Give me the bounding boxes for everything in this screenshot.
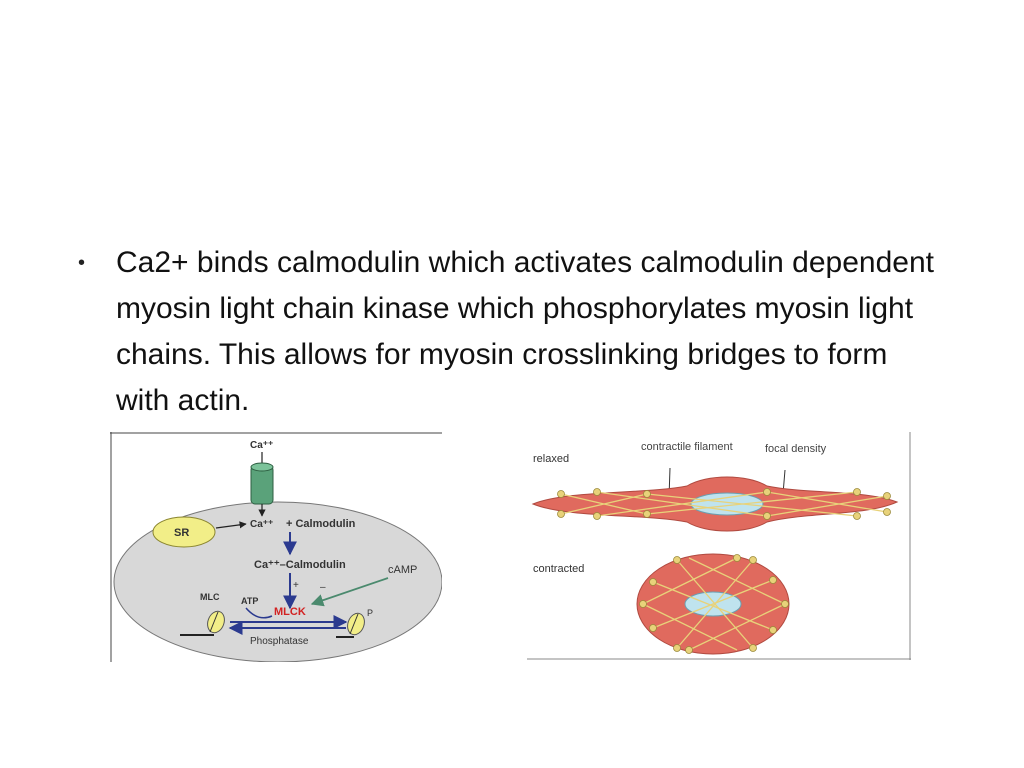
ca-mid-label: Ca⁺⁺: [250, 519, 273, 530]
relaxed-filaments: [560, 491, 888, 517]
sr-arrow: [215, 521, 247, 529]
sr-label: SR: [174, 527, 189, 539]
p-label: P: [367, 608, 373, 618]
atp-label: ATP: [241, 596, 258, 606]
camp-label: cAMP: [388, 564, 417, 576]
ca-top-label: Ca⁺⁺: [250, 440, 273, 451]
channel-cap: [250, 462, 274, 472]
smooth-muscle-figure: relaxed contractile filament focal densi…: [527, 432, 912, 662]
calcium-channel: [250, 465, 274, 505]
contractile-filament-label: contractile filament: [641, 441, 733, 453]
bullet-text: Ca2+ binds calmodulin which activates ca…: [116, 246, 934, 417]
pathway-diagram: Ca⁺⁺ SR Ca⁺⁺ + Calmodulin Ca⁺⁺–Calmoduli…: [110, 432, 443, 663]
bullet-point: • Ca2+ binds calmodulin which activates …: [78, 240, 958, 424]
pathway-figure: Ca⁺⁺ SR Ca⁺⁺ + Calmodulin Ca⁺⁺–Calmoduli…: [110, 432, 443, 663]
mlck-label: MLCK: [274, 606, 306, 618]
relaxed-focal-densities: [557, 488, 891, 520]
smooth-muscle-diagram: relaxed contractile filament focal densi…: [527, 432, 911, 660]
relaxed-nucleus: [690, 492, 764, 516]
contracted-filaments: [642, 557, 786, 651]
sr-organelle: [152, 516, 216, 548]
calmodulin-label: + Calmodulin: [286, 518, 356, 530]
complex-label: Ca⁺⁺–Calmodulin: [254, 559, 346, 571]
relaxed-label: relaxed: [533, 453, 569, 465]
phosphatase-label: Phosphatase: [250, 636, 309, 647]
camp-arrow: [310, 577, 389, 607]
bullet-glyph: •: [78, 252, 86, 274]
focal-density-label: focal density: [765, 443, 827, 455]
minus-label: –: [320, 582, 326, 593]
atp-curve: [245, 607, 273, 619]
plus-label: +: [293, 580, 299, 591]
left-head-line: [209, 611, 219, 633]
contracted-label: contracted: [533, 563, 584, 575]
contracted-focal-densities: [639, 554, 789, 654]
right-head-line: [349, 613, 359, 635]
mlc-label: MLC: [200, 592, 220, 602]
